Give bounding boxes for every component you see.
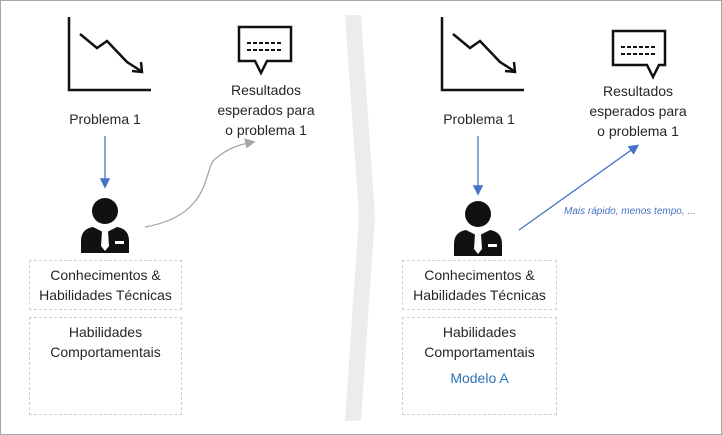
model-label: Modelo A [450,370,509,386]
knowledge-line-1: Conhecimentos & [50,267,161,283]
problem-label: Problema 1 [69,111,141,127]
knowledge-line-1: Conhecimentos & [424,267,535,283]
businessman-icon [81,198,129,253]
behavioral-line-2: Comportamentais [50,344,161,360]
person-to-results-arrow [518,144,640,231]
knowledge-line-2: Habilidades Técnicas [39,287,172,303]
declining-chart-icon [67,17,151,92]
behavioral-box: Habilidades Comportamentais Modelo A [402,317,557,415]
chevron-divider [345,15,375,421]
person-to-results-curve [144,138,256,228]
problem-label: Problema 1 [443,111,515,127]
knowledge-line-2: Habilidades Técnicas [413,287,546,303]
declining-chart-icon [440,17,524,92]
results-label: Resultados esperados para o problema 1 [217,82,315,138]
behavioral-box: Habilidades Comportamentais [29,317,182,415]
speech-bubble-icon [611,29,667,80]
arrow-annotation: Mais rápido, menos tempo, ... [564,206,696,217]
results-label: Resultados esperados para o problema 1 [589,83,687,139]
behavioral-line-1: Habilidades [442,324,517,340]
knowledge-box: Conhecimentos & Habilidades Técnicas [29,260,182,310]
behavioral-line-1: Habilidades [68,324,143,340]
speech-bubble-icon [237,25,293,76]
knowledge-box: Conhecimentos & Habilidades Técnicas [402,260,557,310]
businessman-icon [454,201,502,256]
behavioral-line-2: Comportamentais [424,344,535,360]
